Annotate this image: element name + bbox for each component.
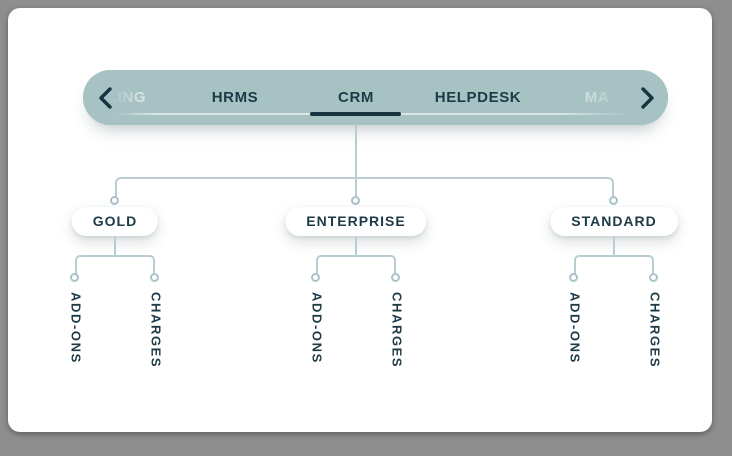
- leaf-node-charges[interactable]: CHARGES: [389, 292, 405, 369]
- scroll-right-button[interactable]: [636, 85, 660, 111]
- canvas-card: LING HRMS CRM HELPDESK MA GOLD ADD-ONS: [8, 8, 712, 432]
- connector-dot: [311, 273, 320, 282]
- plan-branch-enterprise: ENTERPRISE ADD-ONS CHARGES: [276, 196, 436, 391]
- plan-branch-gold: GOLD ADD-ONS CHARGES: [35, 196, 195, 391]
- leaf-node-charges[interactable]: CHARGES: [148, 292, 164, 369]
- active-tab-underline: [310, 112, 401, 116]
- chevron-right-icon: [641, 87, 654, 109]
- connector-dot: [351, 196, 360, 205]
- connector-dot: [150, 273, 159, 282]
- connector-dot: [609, 196, 618, 205]
- chevron-left-icon: [99, 87, 112, 109]
- branch-stub-line: [613, 236, 615, 255]
- leaf-node-addons[interactable]: ADD-ONS: [68, 292, 84, 364]
- plan-node-standard[interactable]: STANDARD: [550, 207, 678, 236]
- connector-dot: [70, 273, 79, 282]
- level1-connector-rail: [115, 177, 614, 197]
- connector-dot: [110, 196, 119, 205]
- leaf-node-charges[interactable]: CHARGES: [647, 292, 663, 369]
- plan-node-gold[interactable]: GOLD: [71, 207, 159, 236]
- branch-fork-connector: [75, 255, 155, 274]
- root-connector-line: [355, 125, 357, 178]
- scroll-left-button[interactable]: [93, 85, 117, 111]
- leaf-node-addons[interactable]: ADD-ONS: [567, 292, 583, 364]
- level1-center-drop: [355, 178, 357, 197]
- tab-helpdesk[interactable]: HELPDESK: [434, 89, 522, 106]
- connector-dot: [649, 273, 658, 282]
- plan-node-enterprise[interactable]: ENTERPRISE: [285, 207, 427, 236]
- connector-dot: [569, 273, 578, 282]
- plan-branch-standard: STANDARD ADD-ONS CHARGES: [534, 196, 694, 391]
- branch-fork-connector: [316, 255, 396, 274]
- leaf-node-addons[interactable]: ADD-ONS: [309, 292, 325, 364]
- tab-crm[interactable]: CRM: [338, 89, 374, 106]
- branch-stub-line: [355, 236, 357, 255]
- tab-hrms[interactable]: HRMS: [211, 89, 259, 106]
- branch-fork-connector: [574, 255, 654, 274]
- tab-ma[interactable]: MA: [584, 89, 610, 106]
- branch-stub-line: [114, 236, 116, 255]
- module-tab-bar: LING HRMS CRM HELPDESK MA: [83, 70, 668, 125]
- connector-dot: [391, 273, 400, 282]
